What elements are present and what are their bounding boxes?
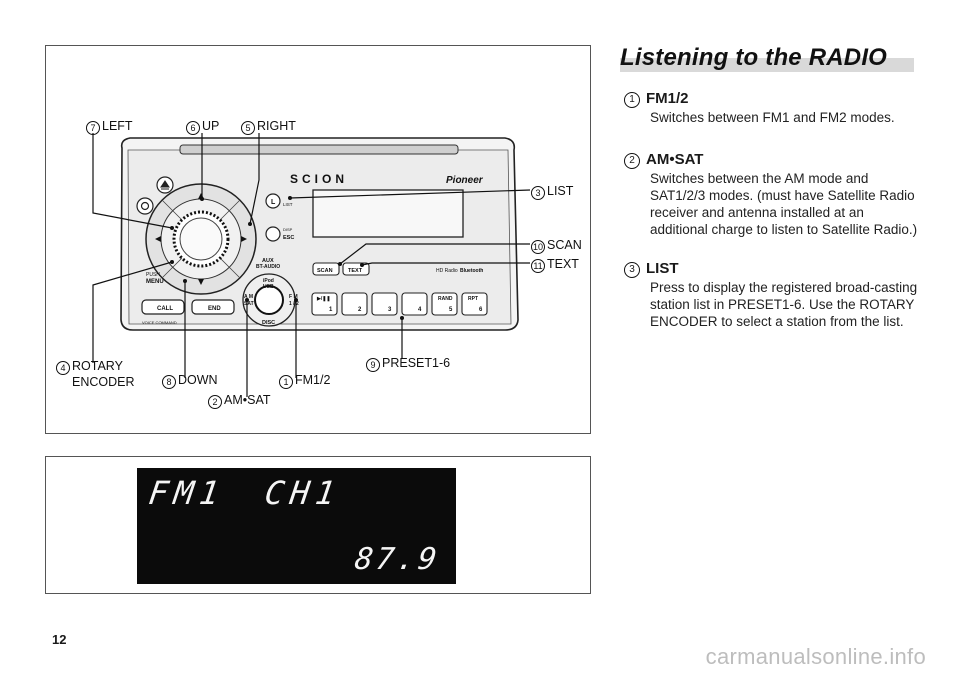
svg-text:2: 2 [358, 307, 362, 313]
brand-logo: SCION [290, 172, 348, 186]
item-body: Switches between FM1 and FM2 modes. [650, 110, 895, 125]
call-button [141, 299, 185, 315]
down-arrow [198, 279, 204, 285]
item-heading: AM•SAT [646, 151, 704, 168]
svg-text:Bluetooth: Bluetooth [460, 268, 483, 274]
esc-button [265, 226, 281, 242]
page-number: 12 [52, 632, 67, 647]
item-heading: LIST [646, 260, 679, 277]
svg-text:ESC: ESC [283, 235, 294, 241]
lcd-channel: CH1 [262, 474, 344, 512]
svg-text:LIST: LIST [283, 202, 293, 207]
title-band [620, 58, 914, 72]
svg-text:RPT: RPT [468, 296, 478, 302]
svg-text:BT-AUDIO: BT-AUDIO [256, 264, 280, 270]
watermark: carmanualsonline.info [705, 644, 926, 669]
lcd-band: FM1 [146, 474, 228, 512]
svg-text:DISP: DISP [283, 227, 293, 232]
maker-logo: Pioneer [446, 175, 484, 186]
svg-text:6: 6 [479, 307, 483, 313]
leader-dots [170, 196, 404, 320]
svg-text:MENU: MENU [146, 279, 164, 285]
scan-button [312, 262, 340, 276]
svg-text:AUX: AUX [262, 258, 274, 264]
svg-text:END: END [208, 306, 221, 312]
left-arrow [155, 236, 161, 242]
svg-text:RAND: RAND [438, 296, 453, 302]
section-title: Listening to the RADIO [620, 44, 888, 71]
svg-text:PUSH: PUSH [146, 272, 160, 278]
svg-text:F M: F M [289, 294, 298, 300]
svg-text:A M: A M [244, 294, 253, 300]
svg-text:CALL: CALL [157, 306, 173, 312]
svg-text:DISC: DISC [262, 320, 275, 326]
svg-text:iPod: iPod [263, 278, 274, 284]
end-button [191, 299, 235, 315]
power-button [136, 197, 154, 215]
item-body: Press to display the registered broad-ca… [650, 280, 918, 329]
svg-text:4: 4 [418, 307, 422, 313]
svg-text:1 / 2: 1 / 2 [289, 301, 299, 307]
item-body: Switches between the AM mode and SAT1/2/… [650, 171, 918, 237]
svg-text:L: L [271, 199, 276, 206]
unit-display-window [312, 189, 464, 238]
svg-text:USB: USB [263, 284, 274, 290]
svg-text:SAT: SAT [244, 301, 254, 307]
preset-buttons: ▶/❚❚ 1 2 3 4 RAND 5 RPT 6 [311, 292, 488, 316]
list-button [265, 193, 281, 209]
right-arrow [241, 236, 247, 242]
svg-text:SCAN: SCAN [317, 268, 333, 274]
disc-slot [179, 144, 459, 155]
svg-text:VOICE COMMAND: VOICE COMMAND [142, 320, 177, 325]
lcd-display: FM1 CH1 87.9 [137, 468, 456, 584]
item-heading: FM1/2 [646, 90, 689, 107]
svg-text:1: 1 [329, 307, 333, 313]
svg-text:5: 5 [449, 307, 453, 313]
svg-text:TEXT: TEXT [348, 268, 363, 274]
lcd-frequency: 87.9 [352, 542, 442, 577]
svg-text:▶/❚❚: ▶/❚❚ [316, 296, 331, 302]
svg-text:HD Radio: HD Radio [436, 268, 458, 274]
leader-lines [92, 133, 531, 397]
svg-text:3: 3 [388, 307, 392, 313]
